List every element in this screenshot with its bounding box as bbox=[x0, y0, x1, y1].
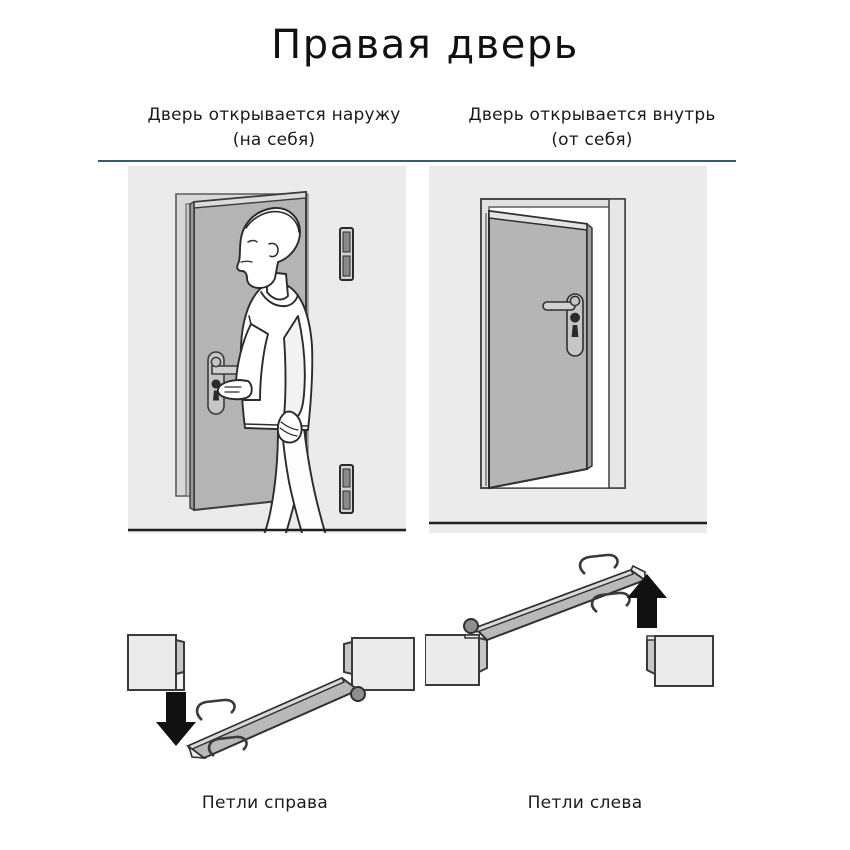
door-handle-plan bbox=[195, 698, 248, 758]
page-title: Правая дверь bbox=[271, 22, 579, 68]
keyhole-icon bbox=[570, 312, 580, 337]
subtitle-inward-line1: Дверь открывается внутрь bbox=[468, 105, 716, 125]
caption-hinges-right: Петли справа bbox=[201, 793, 329, 813]
hinge-pivot-icon bbox=[463, 618, 479, 634]
illustration-door-opens-outward bbox=[128, 166, 406, 533]
swing-arrow-up bbox=[627, 574, 667, 628]
plan-hinges-right bbox=[110, 600, 430, 794]
subtitle-outward-line2: (на себя) bbox=[232, 130, 316, 150]
door-handle-plan bbox=[578, 553, 631, 614]
wall-block-right bbox=[646, 635, 714, 687]
door-handle-lock bbox=[542, 293, 584, 357]
hinge-pivot-icon bbox=[350, 686, 366, 702]
plan-hinges-left bbox=[424, 550, 745, 744]
plan-hinges-left-svg bbox=[424, 553, 714, 687]
wall-block-left bbox=[424, 634, 488, 686]
subtitle-inward-line2: (от себя) bbox=[551, 130, 633, 150]
door-outward-svg bbox=[128, 166, 406, 533]
hinge-top bbox=[339, 227, 354, 281]
subtitle-outward-line1: Дверь открывается наружу bbox=[147, 105, 401, 125]
handle-rosette bbox=[569, 295, 581, 307]
subtitle-inward: Дверь открывается внутрь (от себя) bbox=[432, 103, 752, 153]
handle-rosette bbox=[210, 356, 222, 368]
plan-hinges-right-svg bbox=[127, 634, 415, 760]
strike-jamb bbox=[608, 198, 626, 489]
caption-hinges-left: Петли слева bbox=[527, 793, 643, 813]
header-divider bbox=[98, 160, 736, 162]
door-leaf-plan bbox=[473, 564, 648, 642]
swing-arrow-down bbox=[156, 692, 196, 746]
person-figure bbox=[216, 207, 327, 533]
door-inward-svg bbox=[429, 166, 707, 533]
door-leaf-edge bbox=[586, 222, 593, 471]
door-leaf-edge bbox=[189, 200, 195, 512]
wall-block-left bbox=[127, 634, 185, 691]
hinge-bottom bbox=[339, 464, 354, 514]
door-leaf-plan bbox=[186, 676, 360, 760]
subtitle-outward: Дверь открывается наружу (на себя) bbox=[114, 103, 434, 153]
illustration-door-opens-inward bbox=[429, 166, 707, 533]
wall-block-right bbox=[343, 637, 415, 691]
